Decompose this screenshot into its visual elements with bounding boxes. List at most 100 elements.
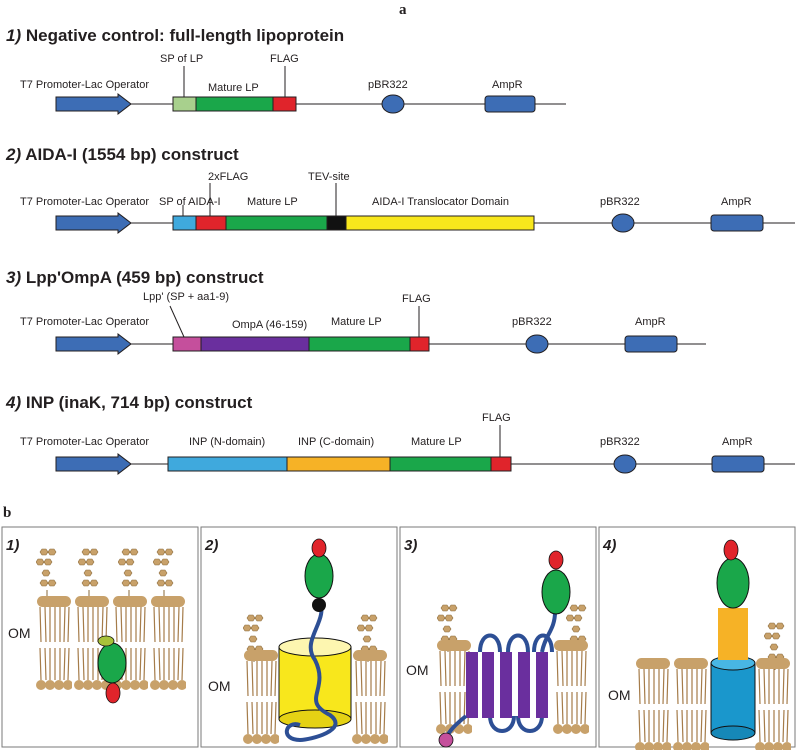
tev-label: TEV-site — [308, 171, 350, 183]
mature-lp-box — [308, 336, 411, 352]
mature-lp-label: Mature LP — [331, 316, 382, 328]
construct-4-title: INP (inaK, 714 bp) construct — [26, 393, 253, 412]
tev-box — [326, 215, 347, 231]
construct-1-title: Negative control: full-length lipoprotei… — [26, 26, 344, 45]
lipid-anchor-shape — [97, 635, 115, 647]
construct-3-title: Lpp'OmpA (459 bp) construct — [26, 268, 264, 287]
tev-site-shape — [312, 598, 326, 612]
panel-b1: 1) OM — [1, 526, 199, 748]
sp-aida-box — [172, 215, 197, 231]
construct-1: 1) Negative control: full-length lipopro… — [6, 26, 566, 116]
promoter-arrow — [55, 452, 132, 476]
panel-b3: 3) OM — [399, 526, 597, 748]
flag-label: FLAG — [402, 293, 431, 305]
inp-n-box — [167, 456, 288, 472]
promoter-arrow — [55, 332, 132, 356]
pbr322-oval — [611, 213, 635, 233]
inp-c-shape — [718, 608, 748, 660]
aida-barrel-top — [278, 637, 352, 657]
construct-4: 4) INP (inaK, 714 bp) construct T7 Promo… — [5, 393, 795, 476]
mature-lp-shape — [541, 569, 571, 615]
ompa-box — [200, 336, 310, 352]
panel-b1-number: 1) — [6, 537, 19, 554]
ompa-strand — [536, 652, 548, 718]
ampr-box — [484, 95, 536, 113]
pbr322-label: pBR322 — [600, 196, 640, 208]
om-label: OM — [8, 625, 31, 641]
ampr-label: AmpR — [635, 316, 666, 328]
flag-tag-shape — [548, 550, 564, 570]
aida-translocator-box — [345, 215, 535, 231]
inp-c-label: INP (C-domain) — [298, 436, 374, 448]
ompa-strand — [482, 652, 494, 718]
construct-3-number: 3) — [6, 268, 21, 287]
panel-b2-number: 2) — [204, 537, 218, 554]
mature-lp-label: Mature LP — [411, 436, 462, 448]
ompa-label: OmpA (46-159) — [232, 319, 307, 331]
ompa-strand — [466, 652, 478, 718]
flag-tag-shape — [723, 539, 739, 561]
panel-b3-number: 3) — [404, 537, 417, 554]
ompa-strand — [500, 652, 512, 718]
lpp-sp-label: Lpp' (SP + aa1-9) — [143, 291, 229, 303]
inp-n-barrel-bottom — [710, 725, 756, 741]
pbr322-label: pBR322 — [512, 316, 552, 328]
flag-tag-shape — [311, 538, 327, 558]
construct-4-header: 4) INP (inaK, 714 bp) construct — [5, 393, 253, 412]
flag2x-label: 2xFLAG — [208, 171, 248, 183]
ompa-loops-bottom — [488, 715, 544, 733]
flag-box — [490, 456, 512, 472]
lpp-sp-shape — [438, 732, 454, 748]
ampr-label: AmpR — [722, 436, 753, 448]
linker-chain — [540, 611, 557, 653]
flag-box — [409, 336, 430, 352]
mature-lp-shape — [97, 642, 127, 684]
flag-box — [272, 96, 297, 112]
panel-a-letter: a — [399, 2, 407, 18]
ompa-loops-top — [478, 633, 554, 653]
pbr322-label: pBR322 — [600, 436, 640, 448]
construct-1-number: 1) — [6, 26, 21, 45]
construct-3: 3) Lpp'OmpA (459 bp) construct T7 Promot… — [6, 268, 706, 356]
panel-b-letter: b — [3, 505, 11, 521]
lpp-sp-pointer — [169, 305, 185, 338]
promoter-label: T7 Promoter-Lac Operator — [20, 436, 149, 448]
flag-tag-shape — [105, 682, 121, 704]
pbr322-oval — [381, 94, 405, 114]
mature-lp-shape — [716, 557, 750, 609]
lpp-sp-box — [172, 336, 202, 352]
mature-lp-box — [195, 96, 274, 112]
aida-translocator-label: AIDA-I Translocator Domain — [372, 196, 509, 208]
promoter-label: T7 Promoter-Lac Operator — [20, 79, 149, 91]
flag-label: FLAG — [482, 412, 511, 424]
promoter-label: T7 Promoter-Lac Operator — [20, 196, 149, 208]
mature-lp-box — [389, 456, 492, 472]
panel-b2: 2) OM — [200, 526, 398, 748]
promoter-label: T7 Promoter-Lac Operator — [20, 316, 149, 328]
ampr-box — [624, 335, 678, 353]
pbr322-oval — [613, 454, 637, 474]
pbr322-label: pBR322 — [368, 79, 408, 91]
inp-c-box — [286, 456, 391, 472]
mature-lp-label: Mature LP — [208, 82, 259, 94]
sp-lp-label: SP of LP — [160, 53, 203, 65]
sp-lp-box — [172, 96, 197, 112]
flag-label: FLAG — [270, 53, 299, 65]
construct-2-number: 2) — [5, 145, 21, 164]
inp-n-barrel — [710, 662, 756, 734]
ompa-strand — [518, 652, 530, 718]
ampr-box — [710, 214, 764, 232]
mature-lp-label: Mature LP — [247, 196, 298, 208]
pbr322-oval — [525, 334, 549, 354]
om-label: OM — [406, 662, 429, 678]
panel-b4-number: 4) — [602, 537, 616, 554]
construct-3-header: 3) Lpp'OmpA (459 bp) construct — [6, 268, 264, 287]
linker-chain — [284, 599, 338, 743]
ampr-box — [711, 455, 765, 473]
sp-aida-label: SP of AIDA-I — [159, 196, 221, 208]
panel-b3-frame — [399, 526, 597, 748]
om-label: OM — [208, 678, 231, 694]
construct-2: 2) AIDA-I (1554 bp) construct T7 Promote… — [5, 145, 795, 235]
construct-2-header: 2) AIDA-I (1554 bp) construct — [5, 145, 239, 164]
